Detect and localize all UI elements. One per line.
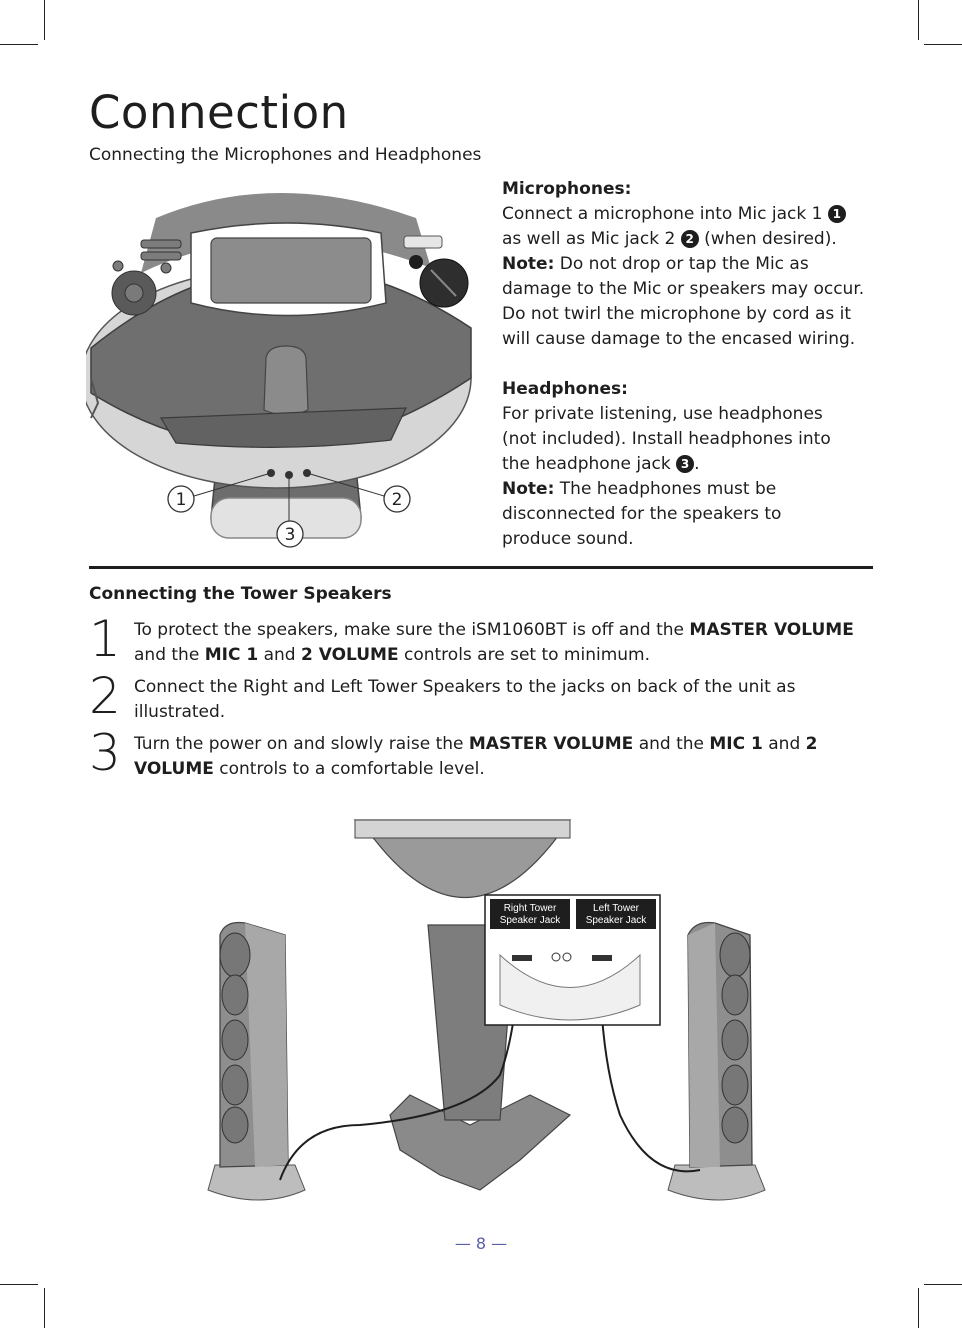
left-tower-speaker xyxy=(207,921,306,1201)
crop-mark xyxy=(0,1284,38,1285)
left-tower-speaker-jack-label: Left Tower Speaker Jack xyxy=(576,899,656,929)
crop-mark xyxy=(44,0,45,40)
headphones-text: For private listening, use headphones (n… xyxy=(502,402,847,477)
page-title: Connection xyxy=(89,86,349,139)
tower-speakers-illustration: Right Tower Speaker Jack Left Tower Spea… xyxy=(207,819,766,1201)
microphones-text-c: (when desired). xyxy=(698,229,837,249)
crop-mark xyxy=(0,44,38,45)
note-text: The headphones must be disconnected for … xyxy=(502,479,782,549)
section-divider xyxy=(89,566,873,569)
page-number: — 8 — xyxy=(454,1234,508,1253)
step-text: Turn the power on and slowly raise the M… xyxy=(134,734,818,779)
microphones-text: Connect a microphone into Mic jack 1 1 as… xyxy=(502,202,882,252)
section-subtitle: Connecting the Microphones and Headphone… xyxy=(89,145,482,165)
jack-1-badge: 1 xyxy=(827,205,846,223)
crop-mark xyxy=(924,1284,962,1285)
microphones-text-a: Connect a microphone into Mic jack 1 xyxy=(502,204,828,224)
svg-text:2: 2 xyxy=(392,490,403,510)
karaoke-top-illustration: 1 2 3 xyxy=(86,193,472,548)
step-text: Connect the Right and Left Tower Speaker… xyxy=(134,677,796,722)
note-label: Note: xyxy=(502,479,555,499)
microphones-text-b: as well as Mic jack 2 xyxy=(502,229,681,249)
svg-text:Speaker Jack: Speaker Jack xyxy=(586,915,648,926)
svg-text:Right Tower: Right Tower xyxy=(504,903,557,914)
svg-text:Left Tower: Left Tower xyxy=(593,903,640,914)
right-tower-speaker xyxy=(667,921,766,1201)
callout-2: 2 xyxy=(383,485,411,513)
crop-mark xyxy=(918,0,919,40)
headphones-text-b: . xyxy=(694,454,700,474)
step-number: 3 xyxy=(89,724,121,782)
step-number: 2 xyxy=(89,667,121,725)
microphones-note: Note: Do not drop or tap the Mic as dama… xyxy=(502,252,882,352)
crop-mark xyxy=(918,1288,919,1328)
svg-text:3: 3 xyxy=(285,525,296,545)
callout-1: 1 xyxy=(167,485,195,513)
note-label: Note: xyxy=(502,254,555,274)
step-text: To protect the speakers, make sure the i… xyxy=(134,620,854,665)
microphones-heading: Microphones: xyxy=(502,179,632,199)
crop-mark xyxy=(44,1288,45,1328)
step-number: 1 xyxy=(89,610,121,668)
right-tower-speaker-jack-label: Right Tower Speaker Jack xyxy=(490,899,570,929)
svg-text:1: 1 xyxy=(176,490,187,510)
jack-3-badge: 3 xyxy=(676,455,695,473)
note-text: Do not drop or tap the Mic as damage to … xyxy=(502,254,865,349)
headphones-heading: Headphones: xyxy=(502,379,628,399)
instructions-column: Microphones: Connect a microphone into M… xyxy=(502,177,882,552)
callout-3: 3 xyxy=(276,520,304,548)
jack-2-badge: 2 xyxy=(680,230,699,248)
headphones-text-a: For private listening, use headphones (n… xyxy=(502,404,831,474)
tower-heading: Connecting the Tower Speakers xyxy=(89,584,392,604)
crop-mark xyxy=(924,44,962,45)
headphones-note: Note: The headphones must be disconnecte… xyxy=(502,477,802,552)
svg-text:Speaker Jack: Speaker Jack xyxy=(500,915,562,926)
